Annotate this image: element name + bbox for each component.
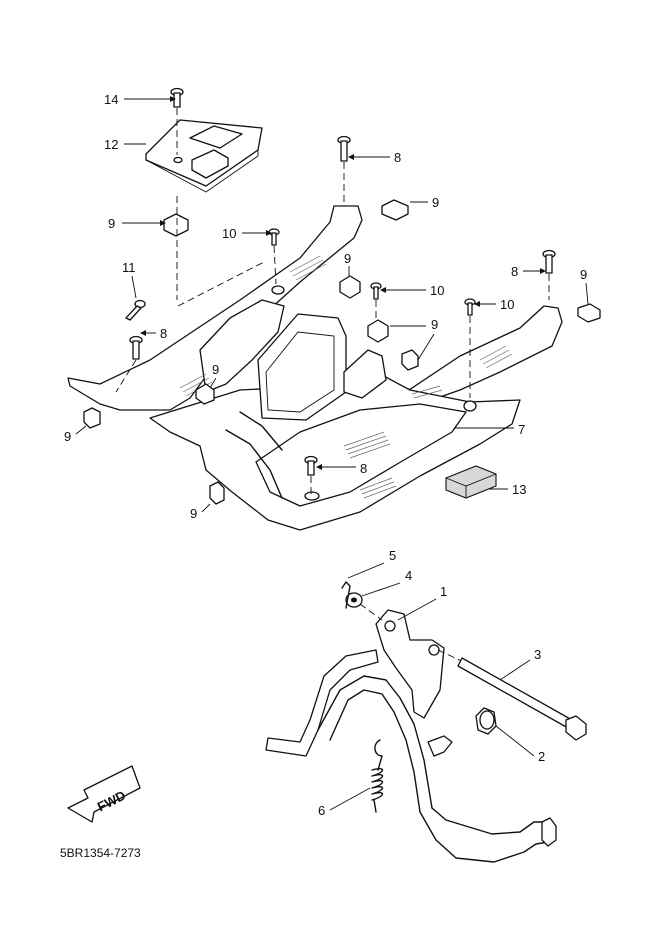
fwd-arrow-icon: FWD [67,765,141,823]
callout-9b: 9 [410,195,439,210]
callout-7: 7 [454,422,525,437]
svg-text:13: 13 [512,482,526,497]
part-3-shaft [437,649,587,741]
part-8-bolt-c [115,335,143,393]
callout-8d: 8 [316,461,367,476]
svg-text:4: 4 [405,568,412,583]
part-9-clip-b [381,199,409,221]
callout-5: 5 [347,548,396,579]
callout-6: 6 [318,787,371,818]
callout-8a: 8 [348,150,401,165]
callout-11: 11 [122,260,137,299]
callout-12: 12 [104,137,146,152]
svg-text:5: 5 [389,548,396,563]
svg-text:9: 9 [64,429,71,444]
callout-8b: 8 [511,264,546,279]
part-13-pad [445,465,497,499]
callout-9h: 9 [190,503,211,521]
part-5-pin [341,581,383,621]
svg-text:2: 2 [538,749,545,764]
callout-9g: 9 [64,425,87,444]
callout-14: 14 [104,92,176,107]
callout-4: 4 [361,568,412,597]
part-6-spring [371,739,384,813]
part-8-bolt-b [542,249,556,300]
part-10-screw-c [464,298,476,398]
svg-text:3: 3 [534,647,541,662]
callout-2: 2 [495,725,545,764]
part-10-screw-a [268,228,280,285]
svg-text:1: 1 [440,584,447,599]
svg-text:10: 10 [222,226,236,241]
part-14-screw [170,87,184,155]
diagram-code: 5BR1354-7273 [60,846,141,860]
svg-text:8: 8 [394,150,401,165]
svg-text:9: 9 [432,195,439,210]
svg-text:8: 8 [360,461,367,476]
svg-text:10: 10 [430,283,444,298]
callout-9d: 9 [390,317,438,361]
callout-8c: 8 [140,326,167,341]
callout-10a: 10 [222,226,272,241]
svg-text:10: 10 [500,297,514,312]
svg-text:9: 9 [190,506,197,521]
part-2-stopper [475,707,497,735]
callout-9a: 9 [108,216,166,231]
part-9-clip-d [367,319,419,371]
svg-text:9: 9 [212,362,219,377]
part-9-clip-e [577,303,601,323]
svg-text:6: 6 [318,803,325,818]
part-10-screw-b [370,282,382,320]
callout-13: 13 [488,482,526,497]
part-1-main-stand [265,609,557,863]
svg-text:8: 8 [511,264,518,279]
part-9-clip-c [339,275,361,299]
callout-9f: 9 [209,362,219,389]
svg-text:12: 12 [104,137,118,152]
svg-text:9: 9 [431,317,438,332]
svg-text:9: 9 [580,267,587,282]
callout-9c: 9 [344,251,351,276]
part-9-clip-a [163,196,189,300]
callout-10b: 10 [380,283,444,298]
part-11-screw [125,261,265,321]
part-7-footrest-panel [67,205,563,531]
part-9-clip-g [83,407,225,505]
part-9-clip-f [195,383,215,405]
svg-text:14: 14 [104,92,118,107]
callout-1: 1 [397,584,447,621]
part-12-battery-cover [145,119,263,193]
callout-3: 3 [499,647,541,681]
part-4-washer [345,592,363,608]
part-8-bolt-a [337,135,351,206]
svg-text:11: 11 [122,260,136,275]
callout-9e: 9 [580,267,589,305]
part-8-bolt-d [304,455,318,494]
callout-10c: 10 [474,297,514,312]
svg-text:9: 9 [108,216,115,231]
svg-text:7: 7 [518,422,525,437]
svg-text:9: 9 [344,251,351,266]
svg-text:8: 8 [160,326,167,341]
